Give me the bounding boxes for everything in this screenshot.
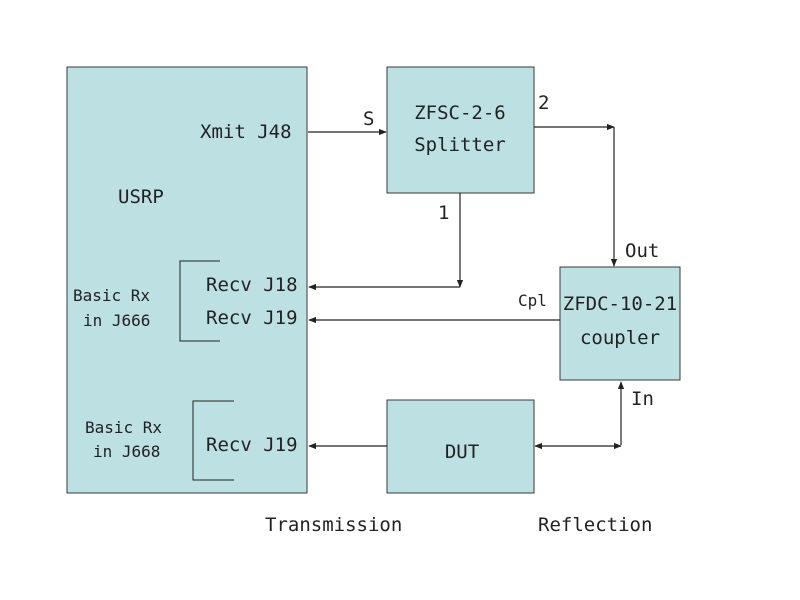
usrp-box xyxy=(66,66,308,494)
splitter-port-2-label: 2 xyxy=(538,92,549,114)
rx-board-j668-bracket xyxy=(192,400,234,481)
coupler-port-in-label: In xyxy=(631,388,654,410)
dut-label: DUT xyxy=(445,441,479,463)
rx-board-j668-line1: Basic Rx xyxy=(85,418,162,437)
coupler-box xyxy=(559,266,681,381)
reflection-caption: Reflection xyxy=(538,514,652,536)
xmit-j48-label: Xmit J48 xyxy=(200,121,292,143)
coupler-block: ZFDC-10-21 coupler Out Cpl In xyxy=(518,240,681,410)
usrp-title: USRP xyxy=(118,186,164,208)
recv-j18-label: Recv J18 xyxy=(206,274,298,296)
transmission-caption: Transmission xyxy=(265,514,402,536)
splitter-port-1-label: 1 xyxy=(438,202,449,224)
coupler-port-out-label: Out xyxy=(625,240,659,262)
coupler-name-label: coupler xyxy=(580,327,660,349)
rx-board-j666-bracket xyxy=(179,260,220,342)
splitter-box xyxy=(386,66,535,194)
connections xyxy=(308,123,625,450)
rx-board-j666-line1: Basic Rx xyxy=(73,286,150,305)
coupler-model-label: ZFDC-10-21 xyxy=(563,293,677,315)
dut-box xyxy=(386,399,535,494)
recv-j19-upper-label: Recv J19 xyxy=(206,307,298,329)
usrp-block: USRP Xmit J48 Recv J18 Recv J19 Recv J19… xyxy=(66,66,308,494)
dut-block: DUT xyxy=(386,399,535,494)
rx-board-j666-line2: in J666 xyxy=(83,311,150,330)
recv-j19-lower-label: Recv J19 xyxy=(206,434,298,456)
splitter-port-s-label: S xyxy=(363,108,374,130)
splitter-name-label: Splitter xyxy=(414,134,506,156)
splitter-model-label: ZFSC-2-6 xyxy=(414,102,506,124)
splitter-block: ZFSC-2-6 Splitter S 1 2 xyxy=(363,66,549,224)
rx-board-j668-line2: in J668 xyxy=(93,442,160,461)
coupler-port-cpl-label: Cpl xyxy=(518,291,547,310)
